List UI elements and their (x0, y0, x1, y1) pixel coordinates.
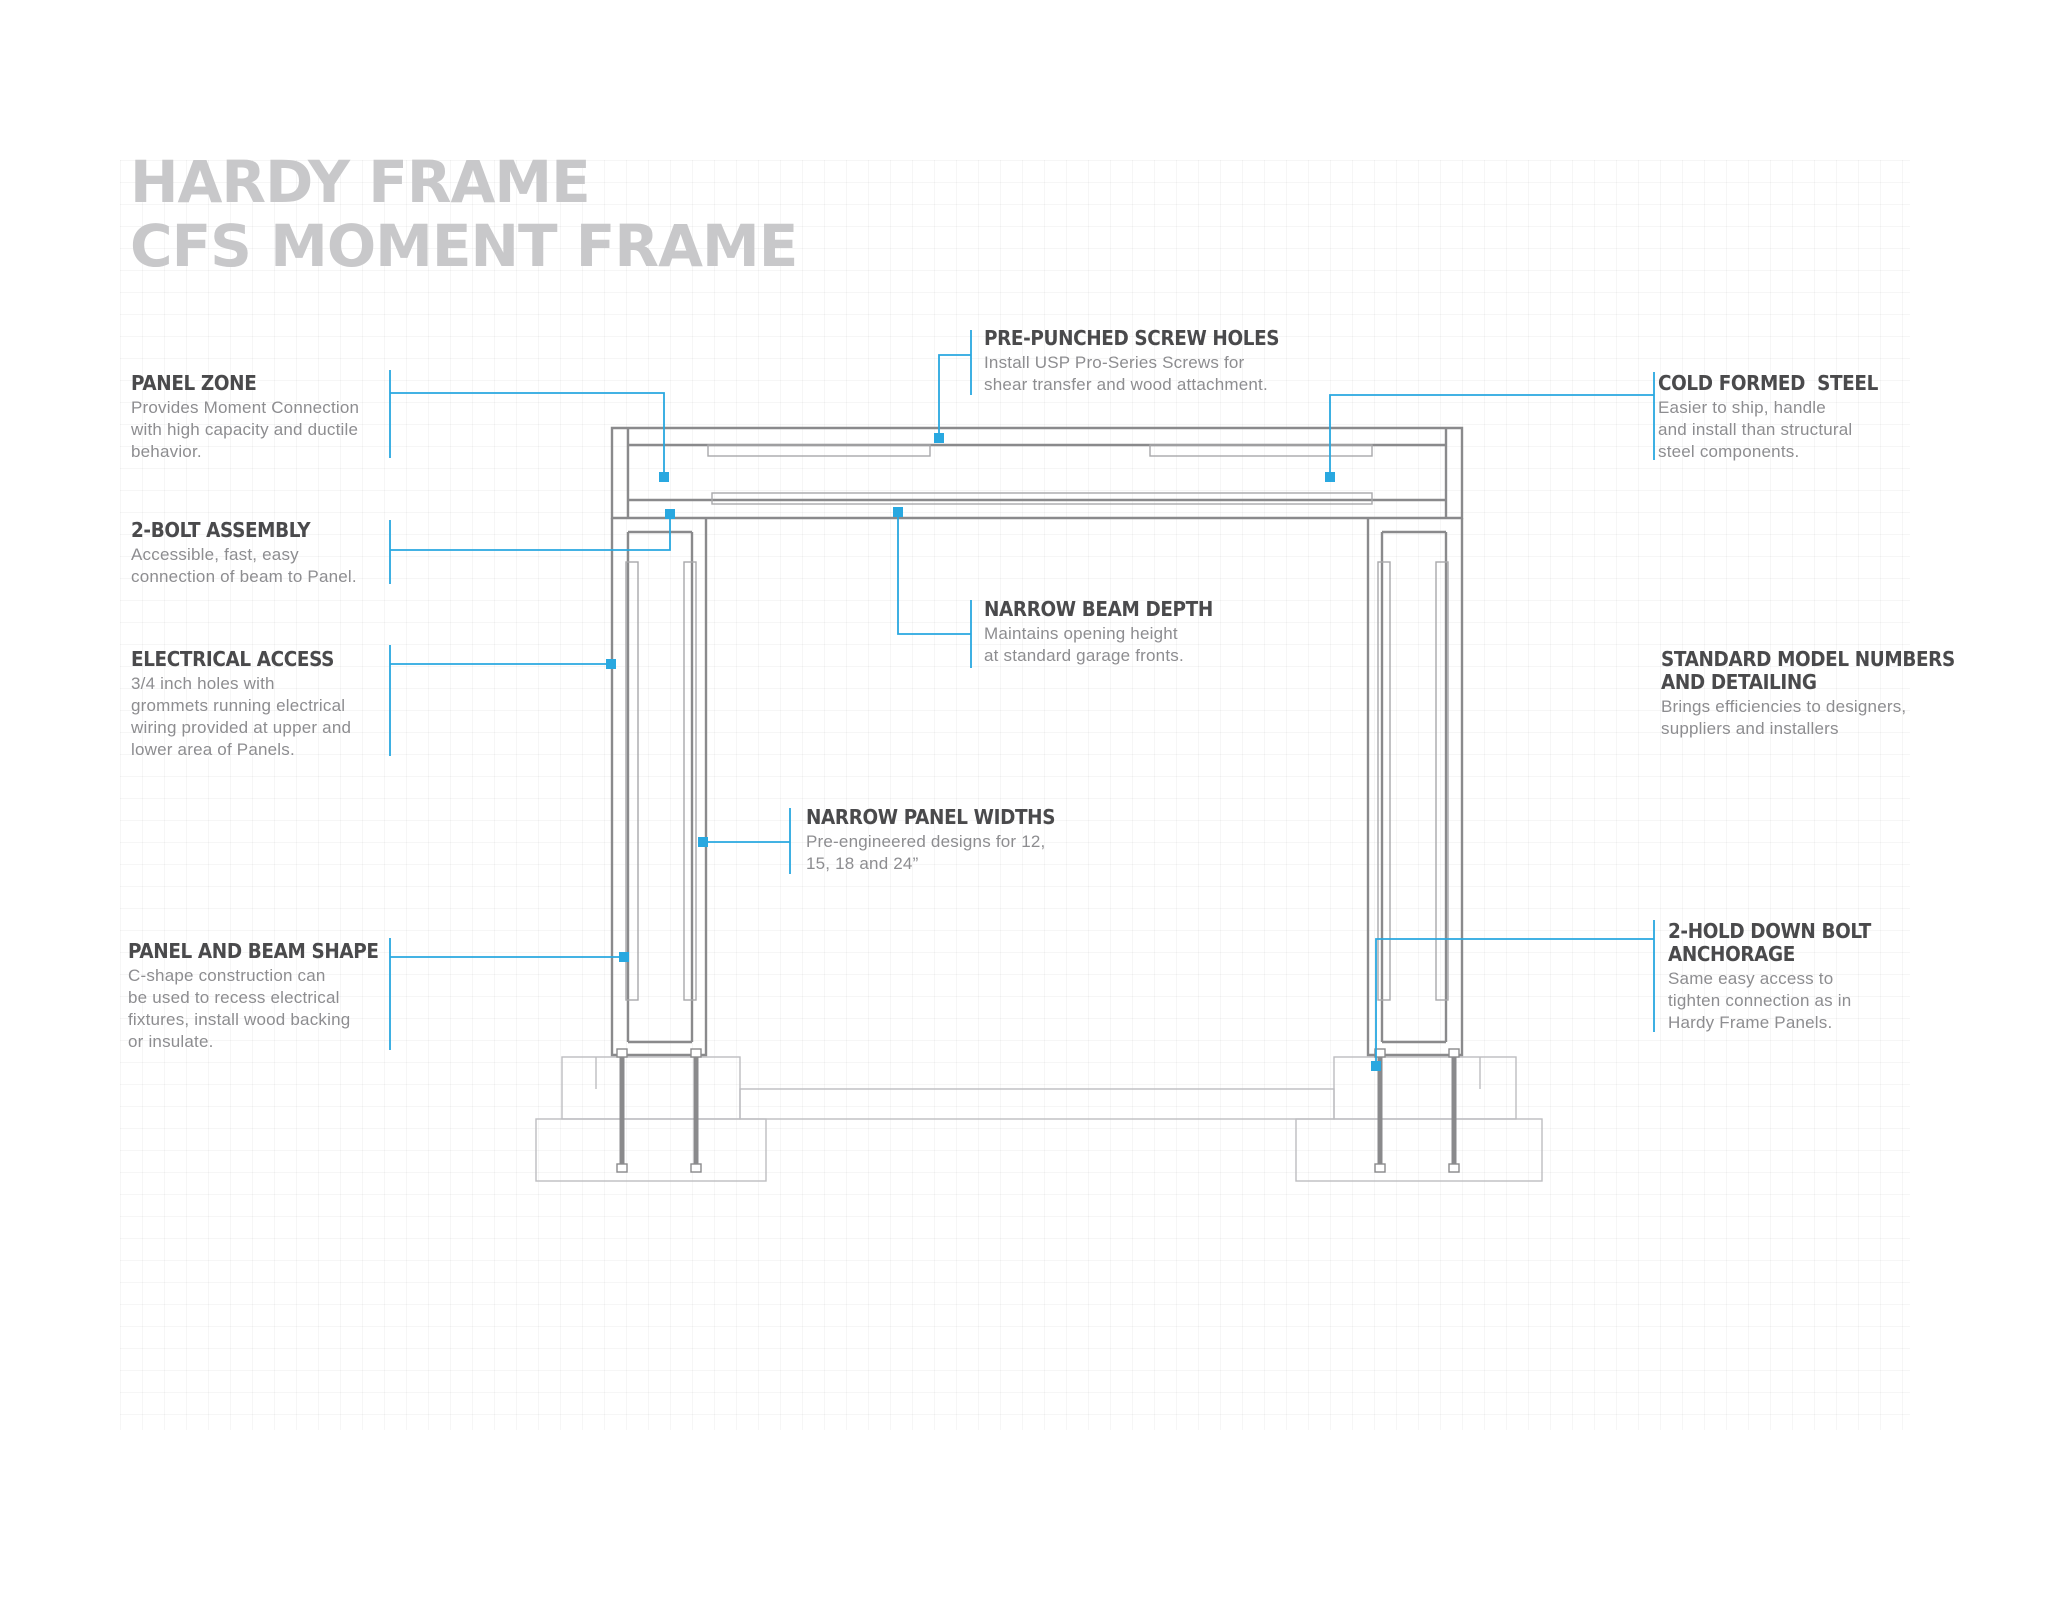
callout-heading: ELECTRICAL ACCESS (131, 647, 335, 671)
callout-text: 3/4 inch holes with grommets running ele… (131, 674, 352, 759)
callout-panel-zone: PANEL ZONE Provides Moment Connection wi… (131, 372, 431, 463)
callout-two-bolt-assembly: 2-BOLT ASSEMBLY Accessible, fast, easy c… (131, 519, 431, 588)
leader-beam-depth (897, 512, 971, 635)
callout-text: Provides Moment Connection with high cap… (131, 398, 360, 461)
leader-lines (389, 330, 1655, 1066)
callout-hold-down-bolt-anchorage: 2-HOLD DOWN BOLT ANCHORAGE Same easy acc… (1668, 920, 1968, 1034)
marker-hold-down (1371, 1061, 1381, 1071)
frame-detail-lines (625, 444, 1449, 1001)
callout-heading: PANEL AND BEAM SHAPE (128, 939, 379, 963)
callout-heading: STANDARD MODEL NUMBERS AND DETAILING (1661, 647, 1955, 694)
beam-screw-strip-right (1149, 444, 1373, 457)
frame-main-lines (610, 426, 1464, 1057)
leader-hold-down (1375, 938, 1654, 1066)
callout-text: Maintains opening height at standard gar… (984, 624, 1184, 665)
callout-heading: 2-BOLT ASSEMBLY (131, 518, 311, 542)
marker-two-bolt (665, 509, 675, 519)
callout-electrical-access: ELECTRICAL ACCESS 3/4 inch holes with gr… (131, 648, 431, 761)
marker-screw-holes (934, 433, 944, 443)
beam-screw-strip-left (707, 444, 931, 457)
callout-pre-punched-screw-holes: PRE-PUNCHED SCREW HOLES Install USP Pro-… (984, 327, 1344, 396)
callout-heading: PANEL ZONE (131, 371, 257, 395)
anchor-nuts (616, 1048, 1460, 1173)
right-col-strip-b (1435, 561, 1449, 1001)
left-footing-lower (535, 1118, 767, 1182)
title-line-2: CFS MOMENT FRAME (130, 212, 798, 280)
marker-panel-zone (659, 472, 669, 482)
callout-text: Brings efficiencies to designers, suppli… (1661, 697, 1907, 738)
callout-text: Pre-engineered designs for 12, 15, 18 an… (806, 832, 1046, 873)
callout-heading: 2-HOLD DOWN BOLT ANCHORAGE (1668, 919, 1871, 966)
leader-markers (606, 433, 1381, 1071)
callout-panel-and-beam-shape: PANEL AND BEAM SHAPE C-shape constructio… (128, 940, 428, 1053)
marker-panel-widths (698, 837, 708, 847)
callout-cold-formed-steel: COLD FORMED STEEL Easier to ship, handle… (1658, 372, 1958, 463)
callout-heading: NARROW BEAM DEPTH (984, 597, 1213, 621)
title-line-1: HARDY FRAME (130, 148, 591, 216)
callout-heading: NARROW PANEL WIDTHS (806, 805, 1056, 829)
left-col-strip-b (683, 561, 697, 1001)
leader-screw-holes (938, 354, 971, 438)
marker-beam-depth (893, 507, 903, 517)
callout-narrow-beam-depth: NARROW BEAM DEPTH Maintains opening heig… (984, 598, 1284, 667)
foundation-lines (535, 1056, 1543, 1182)
leader-cold-formed (1329, 394, 1654, 476)
left-column-outline (610, 518, 708, 1057)
marker-panel-beam-shape (619, 952, 629, 962)
right-footing-lower (1295, 1118, 1543, 1182)
callout-standard-model-numbers: STANDARD MODEL NUMBERS AND DETAILING Bri… (1661, 648, 1991, 740)
background-grid (120, 160, 1910, 1430)
leader-panel-zone (390, 392, 665, 476)
beam-lower-strip (711, 492, 1373, 505)
callout-text: Accessible, fast, easy connection of bea… (131, 545, 357, 586)
callout-heading: PRE-PUNCHED SCREW HOLES (984, 326, 1280, 350)
callout-text: Same easy access to tighten connection a… (1668, 969, 1852, 1032)
callout-narrow-panel-widths: NARROW PANEL WIDTHS Pre-engineered desig… (806, 806, 1106, 875)
left-footing-upper (561, 1056, 741, 1120)
left-col-strip-a (625, 561, 639, 1001)
right-column-outline (1366, 518, 1464, 1057)
callout-text: C-shape construction can be used to rece… (128, 966, 351, 1051)
right-footing-upper (1333, 1056, 1517, 1120)
leader-two-bolt (390, 514, 671, 551)
marker-electrical (606, 659, 616, 669)
anchor-bolts (619, 1052, 1457, 1170)
marker-cold-formed (1325, 472, 1335, 482)
right-col-strip-a (1377, 561, 1391, 1001)
callout-text: Install USP Pro-Series Screws for shear … (984, 353, 1268, 394)
grade-beam (739, 1088, 1335, 1120)
page-title: HARDY FRAME CFS MOMENT FRAME (130, 148, 798, 280)
callout-text: Easier to ship, handle and install than … (1658, 398, 1853, 461)
callout-heading: COLD FORMED STEEL (1658, 371, 1878, 395)
